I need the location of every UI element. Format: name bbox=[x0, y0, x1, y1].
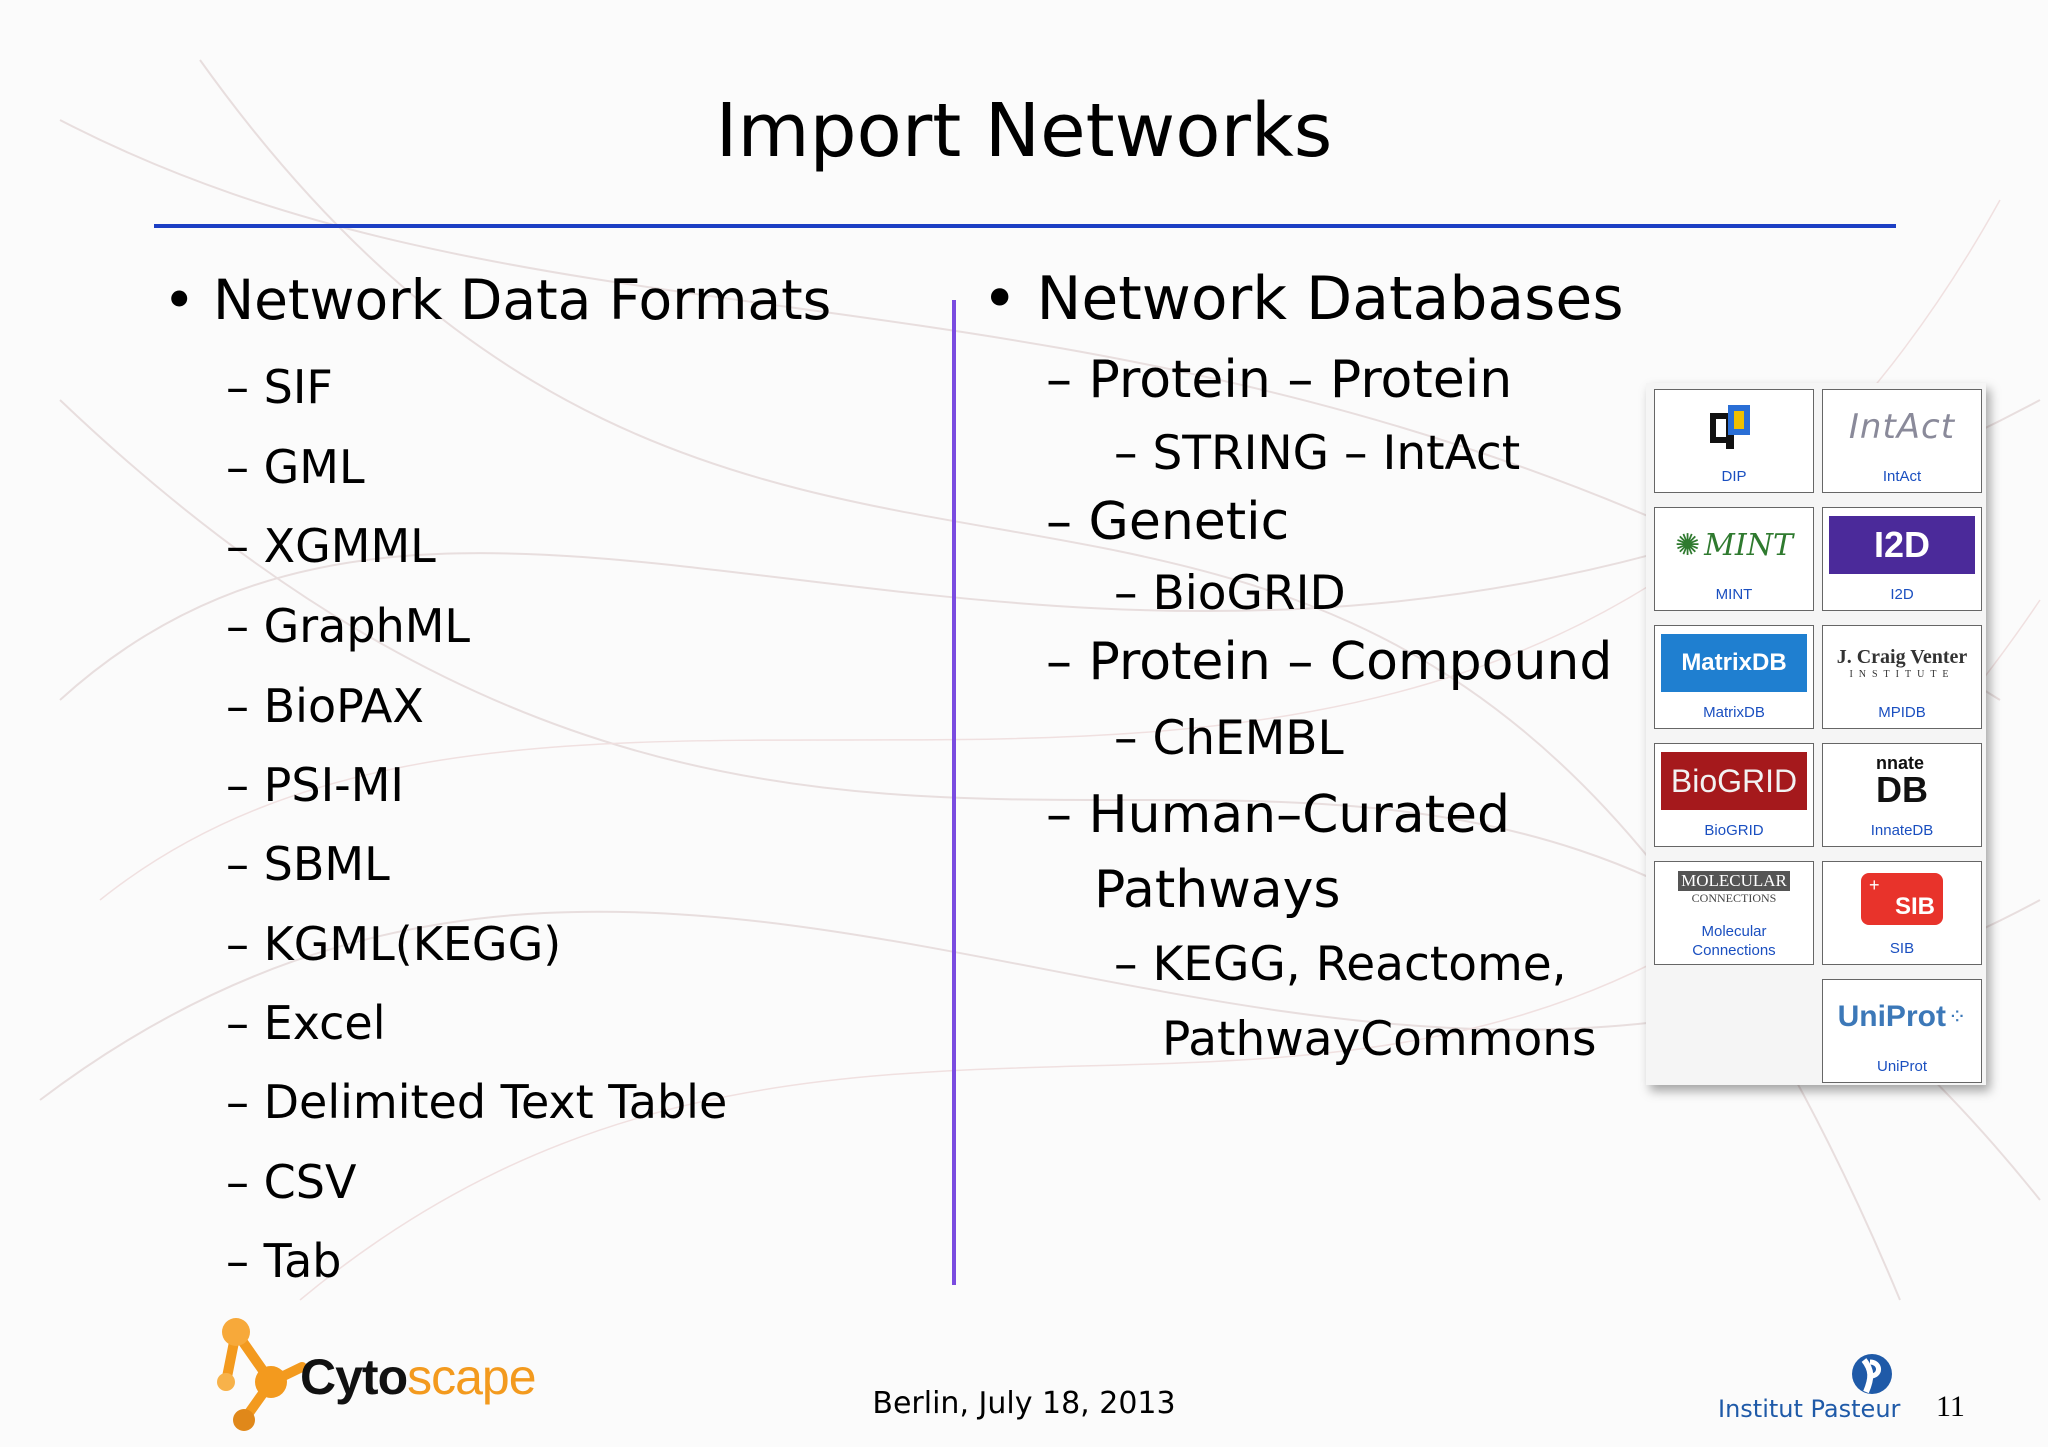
i2d-logo-icon: I2D bbox=[1829, 516, 1975, 574]
db-caption: UniProt bbox=[1876, 1058, 1928, 1075]
uniprot-logo-icon: UniProt ⁘ bbox=[1837, 1000, 1967, 1033]
db-sub-item: – STRING – IntAct bbox=[1114, 426, 1521, 481]
db-caption: BioGRID bbox=[1704, 822, 1764, 839]
sib-cross-icon: + bbox=[1869, 875, 1880, 895]
bullet-dot: • bbox=[163, 268, 213, 332]
slide-title: Import Networks bbox=[715, 88, 1333, 174]
db-tile-intact: IntAct IntAct bbox=[1822, 389, 1982, 493]
bullet-dot: • bbox=[982, 264, 1037, 334]
format-item: – Tab bbox=[226, 1234, 342, 1288]
db-tile-biogrid: BioGRID BioGRID bbox=[1654, 743, 1814, 847]
right-heading: • Network Databases bbox=[982, 264, 1624, 334]
db-group-label: – Protein – Compound bbox=[1046, 632, 1613, 692]
left-heading: • Network Data Formats bbox=[163, 268, 831, 332]
uniprot-dots-icon: ⁘ bbox=[1947, 1004, 1967, 1029]
format-item: – SBML bbox=[226, 837, 390, 891]
db-sub-item: – BioGRID bbox=[1114, 566, 1346, 621]
format-item: – GML bbox=[226, 440, 365, 494]
format-item: – Delimited Text Table bbox=[226, 1075, 728, 1129]
mint-leaf-icon: ✺ bbox=[1675, 528, 1701, 562]
db-caption: I2D bbox=[1890, 586, 1914, 603]
right-heading-text: Network Databases bbox=[1036, 264, 1624, 334]
sib-logo-icon: + SIB bbox=[1829, 870, 1975, 928]
db-tile-mpidb: J. Craig Venter INSTITUTE MPIDB bbox=[1822, 625, 1982, 729]
dip-logo-icon bbox=[1661, 398, 1807, 456]
format-item: – KGML(KEGG) bbox=[226, 917, 562, 971]
db-caption: InnateDB bbox=[1870, 822, 1934, 839]
db-group-label: – Genetic bbox=[1046, 492, 1290, 552]
db-group-label: – Protein – Protein bbox=[1046, 350, 1513, 410]
database-logo-grid: DIP IntAct IntAct ✺ MINT MINT I2D I2D bbox=[1646, 383, 1986, 1085]
db-sub-item: – ChEMBL bbox=[1114, 711, 1344, 766]
format-item: – SIF bbox=[226, 360, 333, 414]
format-item: – GraphML bbox=[226, 599, 471, 653]
format-item: – BioPAX bbox=[226, 679, 424, 733]
format-item: – Excel bbox=[226, 996, 386, 1050]
jcvi-logo-icon: J. Craig Venter INSTITUTE bbox=[1836, 646, 1968, 680]
db-caption: DIP bbox=[1721, 468, 1747, 485]
db-tile-matrixdb: MatrixDB MatrixDB bbox=[1654, 625, 1814, 729]
db-tile-sib: + SIB SIB bbox=[1822, 861, 1982, 965]
institut-pasteur-logo-icon bbox=[1852, 1354, 1892, 1394]
title-rule bbox=[154, 224, 1896, 228]
intact-logo-icon: IntAct bbox=[1848, 407, 1956, 447]
format-item: – XGMML bbox=[226, 519, 436, 573]
db-tile-innatedb: nnate DB InnateDB bbox=[1822, 743, 1982, 847]
db-group-label-continued: Pathways bbox=[1094, 860, 1341, 920]
db-caption: SIB bbox=[1889, 940, 1915, 957]
db-caption: IntAct bbox=[1882, 468, 1922, 485]
db-tile-mint: ✺ MINT MINT bbox=[1654, 507, 1814, 611]
db-caption: MPIDB bbox=[1878, 704, 1926, 721]
db-group-label: – Human–Curated bbox=[1046, 785, 1510, 845]
molecular-connections-logo-icon: MOLECULAR CONNECTIONS bbox=[1661, 868, 1807, 908]
footer-date: Berlin, July 18, 2013 bbox=[872, 1386, 1176, 1421]
format-item: – CSV bbox=[226, 1155, 357, 1209]
left-heading-text: Network Data Formats bbox=[212, 268, 832, 332]
db-sub-item: – KEGG, Reactome, bbox=[1114, 937, 1567, 992]
db-caption: MatrixDB bbox=[1703, 704, 1765, 721]
db-tile-uniprot: UniProt ⁘ UniProt bbox=[1822, 979, 1982, 1083]
innatedb-logo-icon: nnate DB bbox=[1876, 753, 1928, 810]
db-tile-i2d: I2D I2D bbox=[1822, 507, 1982, 611]
db-caption: MINT bbox=[1715, 586, 1753, 603]
cytoscape-logo-icon bbox=[217, 1318, 306, 1431]
biogrid-logo-icon: BioGRID bbox=[1661, 752, 1807, 810]
column-divider bbox=[952, 300, 956, 1285]
format-item: – PSI-MI bbox=[226, 758, 404, 812]
page-number: 11 bbox=[1936, 1390, 1965, 1423]
cytoscape-wordmark: Cytoscape bbox=[300, 1349, 537, 1405]
matrixdb-logo-icon: MatrixDB bbox=[1661, 634, 1807, 692]
institut-pasteur-wordmark: Institut Pasteur bbox=[1718, 1395, 1901, 1423]
db-sub-item-continued: PathwayCommons bbox=[1162, 1012, 1597, 1067]
mint-logo-icon: ✺ MINT bbox=[1675, 527, 1793, 563]
db-tile-dip: DIP bbox=[1654, 389, 1814, 493]
